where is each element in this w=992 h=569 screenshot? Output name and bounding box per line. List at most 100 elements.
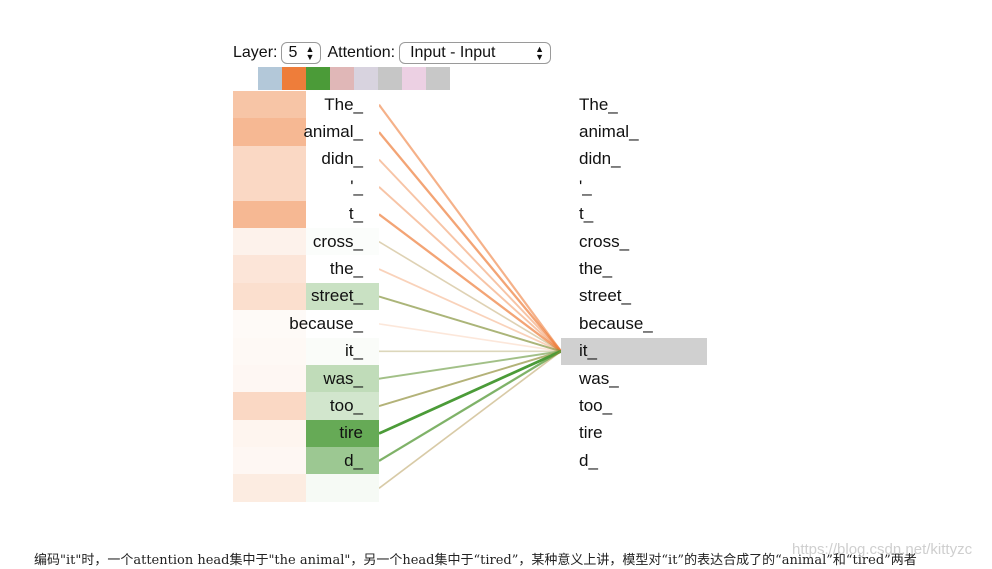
source-token-label: was_	[306, 364, 379, 393]
head-swatch-4[interactable]	[354, 67, 378, 90]
head-color-swatches	[258, 67, 450, 90]
orange-head-weight-cell	[233, 310, 306, 338]
target-token-label[interactable]: tire	[579, 423, 603, 443]
source-token-row[interactable]: too_	[233, 392, 379, 420]
source-token-row[interactable]: t_	[233, 200, 379, 228]
target-token-label[interactable]: cross_	[579, 231, 630, 251]
source-token-row[interactable]: animal_	[233, 118, 379, 146]
green-attention-line	[378, 350, 562, 462]
source-token-label: street_	[306, 282, 379, 311]
target-token-label[interactable]: was_	[579, 368, 619, 388]
target-token-label[interactable]: The_	[579, 94, 618, 114]
source-token-label: d_	[306, 447, 379, 475]
orange-attention-line	[378, 350, 562, 435]
orange-head-weight-cell	[233, 145, 306, 174]
select-arrows-icon: ▲▼	[535, 44, 545, 62]
layer-select[interactable]: 5 ▲▼	[281, 42, 322, 64]
attention-label: Attention:	[327, 44, 396, 61]
target-token-label[interactable]: because_	[579, 313, 653, 333]
orange-head-weight-cell	[233, 474, 306, 502]
source-token-label	[306, 474, 379, 502]
layer-label: Layer:	[233, 44, 278, 61]
source-token-row[interactable]: cross_	[233, 227, 379, 256]
orange-head-weight-cell	[233, 227, 306, 256]
target-token-label[interactable]: the_	[579, 259, 613, 279]
green-attention-line	[378, 350, 562, 407]
orange-attention-line	[378, 295, 562, 353]
head-swatch-7[interactable]	[426, 67, 450, 90]
head-swatch-0[interactable]	[258, 67, 282, 90]
head-swatch-3[interactable]	[330, 67, 354, 90]
orange-attention-line	[378, 323, 562, 353]
source-token-label: it_	[306, 337, 379, 365]
orange-head-weight-cell	[233, 91, 306, 119]
source-token-row[interactable]: '_	[233, 173, 379, 201]
source-token-row[interactable]: tire	[233, 419, 379, 448]
orange-head-weight-cell	[233, 447, 306, 475]
watermark: https://blog.csdn.net/kittyzc	[792, 541, 973, 558]
head-swatch-5[interactable]	[378, 67, 402, 90]
selected-target-token[interactable]: it_	[561, 337, 707, 365]
source-token-row[interactable]: it_	[233, 337, 379, 365]
green-attention-line	[378, 350, 562, 380]
source-token-row[interactable]: street_	[233, 282, 379, 311]
source-token-column: The_animal_didn_'_t_cross_the_street_bec…	[233, 91, 379, 502]
source-token-label: t_	[306, 200, 379, 228]
orange-head-weight-cell	[233, 282, 306, 311]
target-token-label[interactable]: d_	[579, 450, 598, 470]
controls-bar: Layer: 5 ▲▼ Attention: Input - Input ▲▼	[233, 42, 552, 64]
target-token-label[interactable]: t_	[579, 204, 594, 224]
attention-select[interactable]: Input - Input ▲▼	[399, 42, 552, 64]
orange-attention-line	[378, 158, 562, 352]
orange-head-weight-cell	[233, 419, 306, 448]
source-token-label: too_	[306, 392, 379, 420]
figure-caption: 编码"it"时，一个attention head集中于"the animal"，…	[34, 553, 917, 568]
source-token-label: didn_	[306, 145, 379, 174]
orange-head-weight-cell	[233, 364, 306, 393]
green-attention-line	[378, 350, 562, 489]
target-token-label[interactable]: street_	[579, 286, 631, 306]
source-token-row[interactable]: The_	[233, 91, 379, 119]
source-token-row[interactable]	[233, 474, 379, 502]
source-token-label: '_	[306, 173, 379, 201]
green-attention-line	[378, 350, 562, 435]
layer-value: 5	[288, 44, 298, 61]
orange-head-weight-cell	[233, 392, 306, 420]
target-token-label[interactable]: '_	[579, 176, 592, 196]
orange-head-weight-cell	[233, 118, 306, 146]
orange-attention-line	[378, 131, 562, 353]
target-token-label[interactable]: too_	[579, 395, 613, 415]
source-token-label: tire	[306, 419, 379, 448]
target-token-column: The_ animal_ didn_ '_ t_ cross_ the_ street_bec…	[561, 91, 707, 474]
source-token-row[interactable]: d_	[233, 447, 379, 475]
source-token-label: the_	[306, 255, 379, 283]
green-attention-line	[378, 241, 562, 352]
orange-attention-line	[378, 240, 562, 353]
attention-value: Input - Input	[410, 44, 496, 61]
head-swatch-6[interactable]	[402, 67, 426, 90]
orange-attention-line	[378, 350, 562, 462]
source-token-label: The_	[306, 91, 379, 119]
stepper-arrows-icon: ▲▼	[305, 44, 315, 62]
orange-attention-line	[378, 104, 562, 352]
orange-head-weight-cell	[233, 200, 306, 228]
source-token-label: animal_	[303, 118, 379, 146]
orange-attention-line	[378, 213, 562, 353]
orange-attention-line	[378, 350, 562, 408]
orange-attention-line	[378, 268, 562, 353]
orange-attention-line	[378, 186, 562, 353]
green-attention-line	[378, 295, 562, 353]
source-token-row[interactable]: the_	[233, 255, 379, 283]
source-token-row[interactable]: because_	[233, 310, 379, 338]
orange-attention-line	[378, 350, 562, 380]
target-token-label[interactable]: animal_	[579, 122, 639, 142]
source-token-row[interactable]: was_	[233, 364, 379, 393]
head-swatch-2[interactable]	[306, 67, 330, 90]
head-swatch-1[interactable]	[282, 67, 306, 90]
source-token-label: cross_	[306, 227, 379, 256]
target-token-label[interactable]: didn_	[579, 149, 621, 169]
orange-head-weight-cell	[233, 255, 306, 283]
source-token-row[interactable]: didn_	[233, 145, 379, 174]
